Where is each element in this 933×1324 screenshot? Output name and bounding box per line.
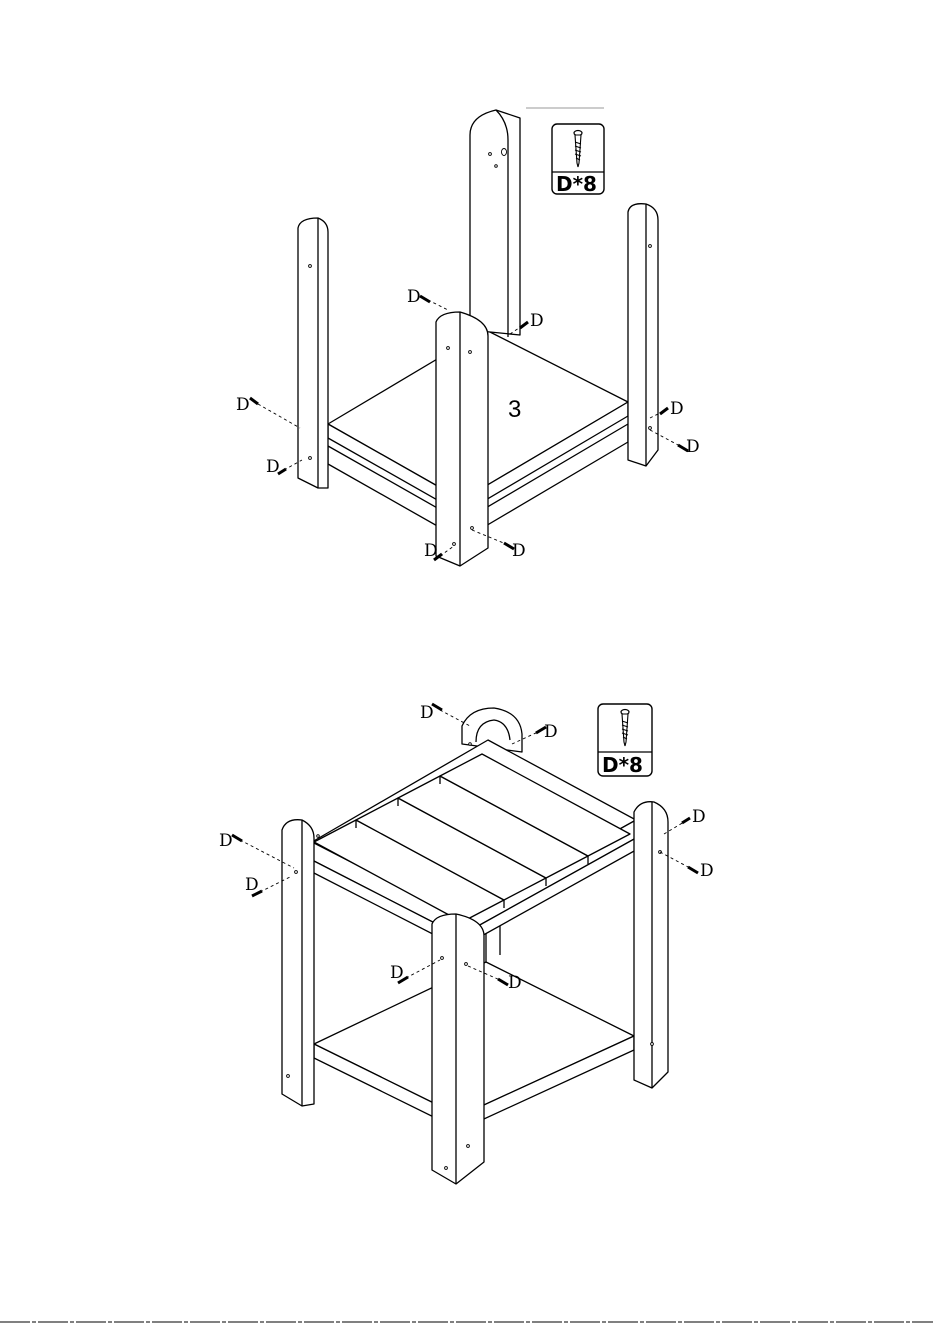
callout-d: D <box>219 831 233 851</box>
step-2-diagram: D D D D D D D D <box>219 703 714 1184</box>
right-post <box>634 802 668 1088</box>
callout-d: D <box>508 973 522 993</box>
callout-d: D <box>236 395 250 415</box>
left-post <box>298 218 328 488</box>
left-post <box>282 820 314 1106</box>
hardware-count-label: D*8 <box>602 753 643 777</box>
right-post <box>628 204 658 466</box>
callout-d: D <box>544 722 558 742</box>
front-post <box>436 312 488 566</box>
front-post <box>432 914 484 1184</box>
callout-d: D <box>512 541 526 561</box>
callout-d: D <box>700 861 714 881</box>
callout-d: D <box>245 875 259 895</box>
callout-d: D <box>266 457 280 477</box>
callout-d: D <box>530 311 544 331</box>
hardware-badge: D*8 <box>552 124 604 196</box>
callout-d: D <box>692 807 706 827</box>
step-number: 3 <box>508 396 521 423</box>
back-post <box>470 110 520 337</box>
callout-d: D <box>670 399 684 419</box>
callout-d: D <box>686 437 700 457</box>
hardware-count-label: D*8 <box>556 172 597 196</box>
callout-d: D <box>424 541 438 561</box>
step-1-diagram: 3 <box>236 108 700 566</box>
top-frame <box>312 740 636 948</box>
callout-d: D <box>420 703 434 723</box>
callout-d: D <box>390 963 404 983</box>
hardware-badge: D*8 <box>598 704 652 777</box>
callout-d: D <box>407 287 421 307</box>
